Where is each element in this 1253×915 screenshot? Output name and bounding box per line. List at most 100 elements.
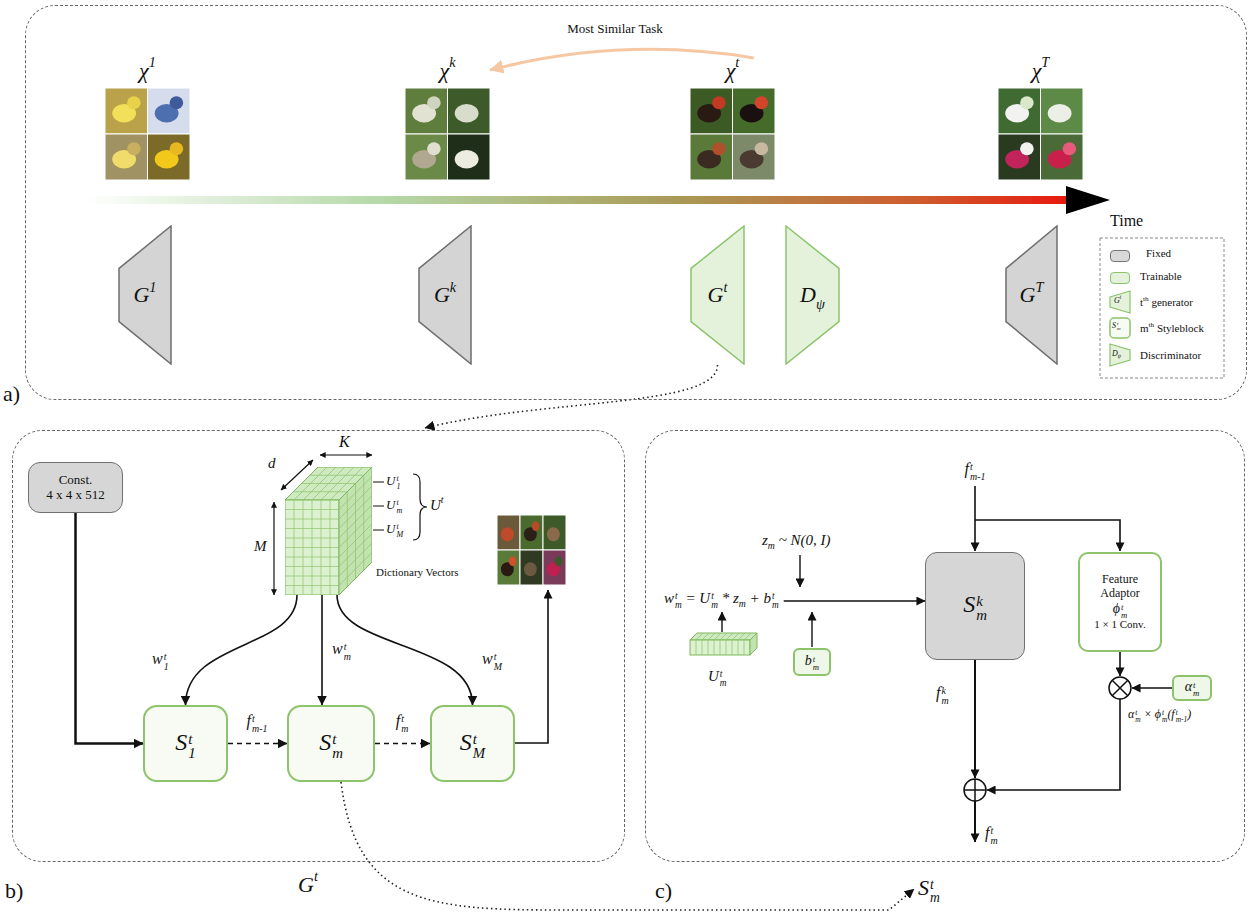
subscript: 1 xyxy=(396,483,400,491)
generator-trapezoid: GT xyxy=(1005,225,1058,365)
subscript: m xyxy=(720,679,727,688)
node-label: Stm xyxy=(319,729,343,759)
node-label: Gt xyxy=(708,282,728,307)
styleblock-box: St1 xyxy=(143,705,228,782)
annotation-label: Gt xyxy=(1114,296,1121,305)
script-stack: tm xyxy=(401,714,408,733)
annotation-label: zm ~ N(0, I) xyxy=(762,532,831,549)
script-stack: t1 xyxy=(188,732,195,760)
connector xyxy=(337,595,473,705)
script-stack: tm xyxy=(720,670,727,688)
subscript: m xyxy=(332,746,343,760)
legend-swatch xyxy=(1110,272,1130,284)
script-stack: tm xyxy=(930,879,940,905)
superscript: t xyxy=(1193,681,1195,689)
script-stack: tm-1 xyxy=(970,462,985,481)
node-label: Gk xyxy=(434,282,456,307)
subscript: m xyxy=(930,892,940,905)
node-label: Feature Adaptor xyxy=(1086,573,1154,601)
superscript: k xyxy=(450,279,456,295)
dictionary-tensor: Dictionary Vectors xyxy=(285,467,372,595)
script-stack: km xyxy=(976,594,987,622)
script-stack: tm xyxy=(332,732,343,760)
subscript: m xyxy=(1162,716,1167,723)
subscript: m xyxy=(1117,327,1121,332)
legend-label: Trainable xyxy=(1140,270,1182,283)
node-label: StM xyxy=(460,729,485,759)
dataset-photo xyxy=(998,88,1083,180)
annotation-label: M xyxy=(254,538,267,555)
node-label: Dψ xyxy=(800,282,825,307)
node-label: btm xyxy=(805,653,819,670)
connector xyxy=(186,595,298,705)
legend-label: mth Styleblock xyxy=(1140,322,1204,335)
annotation-label: fkm xyxy=(936,684,949,704)
annotation-label: d xyxy=(268,455,276,472)
annotation-label: ftm xyxy=(985,824,998,844)
subscript: m xyxy=(675,601,682,610)
task-dataset: χk xyxy=(405,58,490,182)
superscript: t xyxy=(1162,709,1164,716)
styleblock-box: Stm xyxy=(287,705,375,782)
subscript: m-1 xyxy=(1176,716,1188,723)
discriminator-trapezoid: Dψ xyxy=(785,225,840,365)
node-label: 4 x 4 x 512 xyxy=(46,488,105,503)
edge-label: wtm xyxy=(330,640,353,660)
node-label: χT xyxy=(1032,58,1050,83)
script-stack: tM xyxy=(396,523,403,538)
node-label: ϕtm xyxy=(1113,601,1128,618)
parameter-box: αtm xyxy=(1172,675,1212,701)
subscript: m xyxy=(1135,716,1140,723)
connector xyxy=(375,743,430,745)
script-stack: km xyxy=(941,686,948,705)
superscript: t xyxy=(188,732,192,746)
script-stack: tm xyxy=(396,499,402,514)
superscript: k xyxy=(449,54,455,70)
node-label: Dictionary Vectors xyxy=(376,566,459,579)
superscript: t xyxy=(252,714,255,723)
superscript: T xyxy=(1041,54,1049,70)
superscript: 1 xyxy=(149,279,156,295)
script-stack: tm xyxy=(813,655,819,672)
dataset-photo xyxy=(105,88,190,180)
superscript: 1 xyxy=(149,54,156,70)
panel-label: a) xyxy=(3,381,20,406)
subscript: 1 xyxy=(188,746,195,760)
figure-panel: c)StmSkmFeature Adaptorϕtm1 × 1 Conv.btm… xyxy=(645,428,1248,912)
styleblock-box: StM xyxy=(430,705,515,782)
subscript: M xyxy=(494,662,502,671)
annotation-label: Ut1 xyxy=(386,474,400,490)
subscript: ψ xyxy=(1118,353,1121,359)
superscript: t xyxy=(735,54,739,70)
script-stack: tm xyxy=(344,642,351,661)
edge-label: wtM xyxy=(480,650,504,670)
annotation-label: Time xyxy=(1110,212,1143,230)
edge-label: ftm xyxy=(394,712,411,732)
panel-label: Gt xyxy=(298,872,318,897)
script-stack: tm-1 xyxy=(252,714,267,733)
feature-adaptor-box: Feature Adaptorϕtm1 × 1 Conv. xyxy=(1078,552,1162,652)
subscript: m xyxy=(990,836,997,845)
annotation-label: Utm xyxy=(708,668,727,686)
superscript: t xyxy=(1176,709,1178,716)
annotation-label: K xyxy=(339,433,350,451)
superscript: k xyxy=(976,594,983,608)
subscript: m xyxy=(401,724,408,733)
subscript: m xyxy=(739,598,746,609)
script-stack: t1 xyxy=(396,475,400,490)
annotation-label: UtM xyxy=(386,522,403,538)
edge-label: Most Similar Task xyxy=(565,22,665,37)
script-stack: tm xyxy=(1117,322,1121,331)
script-stack: tm xyxy=(1162,709,1167,723)
edge-label: ftm-1 xyxy=(245,712,270,732)
node-shape xyxy=(285,467,372,595)
generator-trapezoid: Gt xyxy=(690,225,745,365)
generator-trapezoid: Gk xyxy=(418,225,472,365)
superscript: t xyxy=(675,592,678,601)
annotation-label: αtm × ϕtm(ftm-1) xyxy=(1128,708,1191,722)
superscript: t xyxy=(494,652,497,661)
subscript: m xyxy=(396,507,402,515)
superscript: th xyxy=(1149,321,1155,329)
annotation-label: wtm = Utm * zm + btm xyxy=(664,590,779,608)
superscript: t xyxy=(990,826,993,835)
